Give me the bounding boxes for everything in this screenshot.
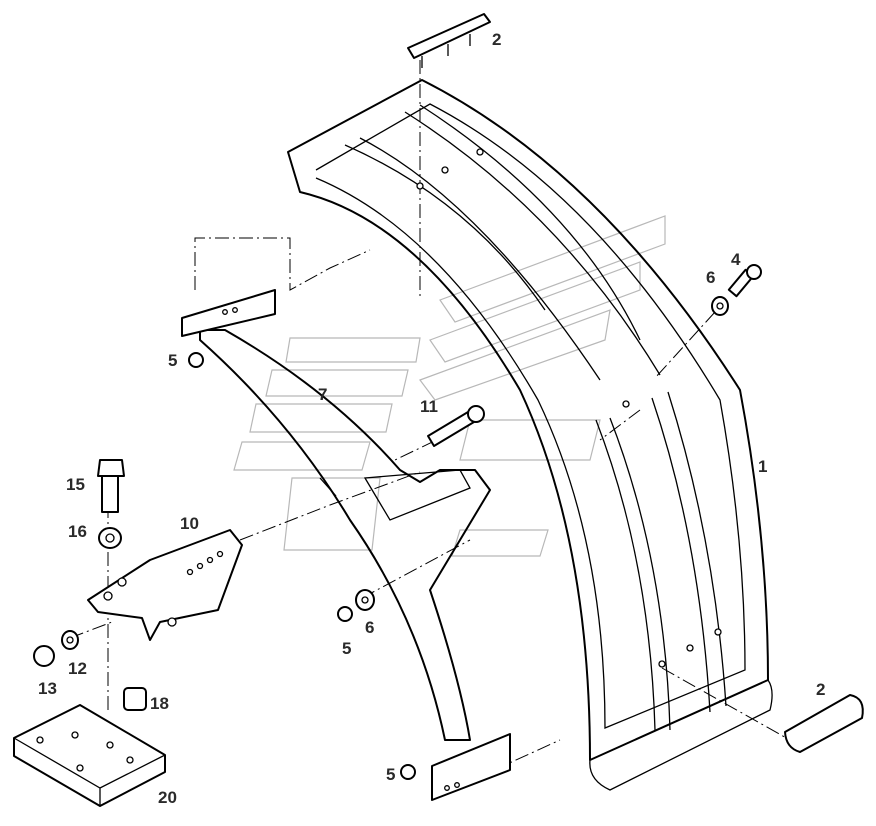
callout-6-right: 6 bbox=[706, 268, 715, 287]
fender-part-1 bbox=[287, 79, 773, 791]
callout-13: 13 bbox=[38, 679, 57, 698]
callout-5-bottom: 5 bbox=[386, 765, 395, 784]
callout-5-mid: 5 bbox=[342, 639, 351, 658]
trim-strip-part-2-top bbox=[407, 13, 491, 68]
callout-18: 18 bbox=[150, 694, 169, 713]
bolt-part-4 bbox=[727, 264, 762, 298]
washer-part-6-right bbox=[711, 296, 729, 316]
callout-5-top: 5 bbox=[168, 351, 177, 370]
callout-12: 12 bbox=[68, 659, 87, 678]
support-arm-part-7 bbox=[181, 289, 511, 801]
callout-10: 10 bbox=[180, 514, 199, 533]
callout-6-mid: 6 bbox=[365, 618, 374, 637]
callout-4: 4 bbox=[731, 250, 741, 269]
lock-washer-part-16 bbox=[98, 527, 122, 549]
callout-11: 11 bbox=[420, 397, 438, 416]
plug-part-18 bbox=[123, 687, 147, 711]
callout-1: 1 bbox=[758, 457, 767, 476]
callout-16: 16 bbox=[68, 522, 87, 541]
washer-part-6-mid bbox=[355, 589, 375, 611]
nut-part-13 bbox=[33, 645, 55, 667]
nut-part-5-bottom bbox=[400, 764, 416, 780]
callout-labels: 2 4 6 5 7 11 1 15 16 10 6 5 13 12 18 20 … bbox=[38, 30, 825, 807]
washer-part-12 bbox=[61, 630, 79, 650]
callout-2-bottom: 2 bbox=[816, 680, 825, 699]
bolt-part-15 bbox=[97, 459, 125, 513]
nut-part-5-top bbox=[188, 352, 204, 368]
watermark-logo bbox=[233, 215, 666, 557]
bolt-part-11 bbox=[427, 405, 485, 447]
callout-2-top: 2 bbox=[492, 30, 501, 49]
callout-20: 20 bbox=[158, 788, 177, 807]
callout-15: 15 bbox=[66, 475, 85, 494]
trim-strip-part-2-bottom bbox=[784, 694, 864, 753]
callout-7: 7 bbox=[318, 385, 327, 404]
bracket-part-10 bbox=[87, 529, 243, 641]
base-plate-part-20 bbox=[13, 704, 166, 807]
nut-part-5-mid bbox=[337, 606, 353, 622]
